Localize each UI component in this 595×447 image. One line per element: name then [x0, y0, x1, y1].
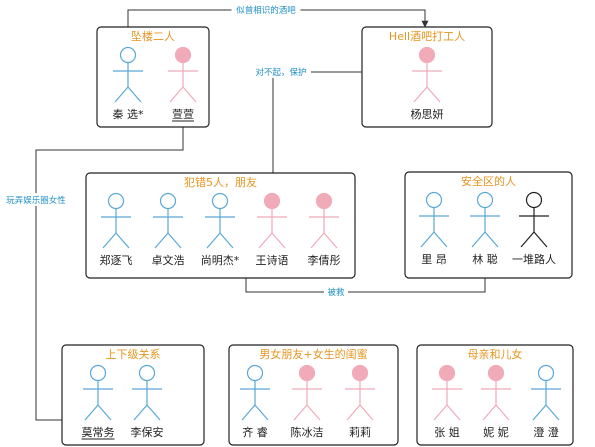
person-figure-icon: [309, 192, 339, 249]
person-name: 林 聪: [472, 252, 498, 266]
person-name: 王诗语: [256, 253, 289, 267]
person-figure-icon: [292, 364, 322, 421]
person-name: 秦 选*: [113, 107, 144, 121]
group-frame: [416, 344, 574, 446]
edge-label: 被救: [327, 287, 345, 298]
person-name: 莫常务: [82, 426, 115, 439]
group-title: 犯错5人，朋友: [184, 175, 257, 189]
person-figure-icon: [345, 364, 375, 421]
person-figure-icon: [481, 364, 511, 421]
person-name: 尚明杰*: [201, 253, 240, 267]
person-figure-icon: [101, 192, 131, 249]
person-name: 陈冰洁: [291, 425, 324, 439]
edge-label-bg: [324, 285, 348, 298]
person-figure-icon: [419, 191, 449, 248]
person-figure-icon: [168, 46, 198, 103]
group-title: 坠楼二人: [131, 29, 175, 43]
group-title: 上下级关系: [106, 347, 161, 361]
person-name: 李保安: [131, 425, 164, 439]
person-name: 妮 妮: [483, 425, 509, 439]
person-name: 郑逐飞: [100, 253, 133, 267]
edge-label: 似曾相识的酒吧: [236, 5, 296, 16]
person-figure-icon: [153, 192, 183, 249]
person-figure-icon: [132, 364, 162, 421]
person-name: 萱萱: [172, 108, 194, 121]
person-figure-icon: [470, 191, 500, 248]
edge-label: 玩弄娱乐圈女性: [6, 195, 66, 206]
person-name: 里 昂: [421, 253, 447, 266]
person-name: 李倩彤: [308, 253, 341, 267]
person-name: 澄 澄: [533, 425, 559, 439]
person-figure-icon: [531, 364, 561, 421]
person-figure-icon: [412, 46, 442, 103]
person-figure-icon: [257, 192, 287, 249]
group-title: 男女朋友+女生的闺蜜: [259, 347, 367, 361]
person-figure-icon: [432, 364, 462, 421]
edge-label-bg: [251, 65, 311, 78]
person-figure-icon: [240, 364, 270, 421]
person-figure-icon: [83, 364, 113, 421]
person-figure-icon: [113, 46, 143, 103]
group-title: Hell酒吧打工人: [389, 29, 465, 43]
edge-label-bg: [231, 3, 301, 16]
edge-label-bg: [1, 193, 71, 206]
relation-edge: [35, 127, 184, 421]
person-name: 莉莉: [349, 426, 371, 439]
group-title: 安全区的人: [461, 174, 516, 188]
person-name: 齐 睿: [242, 425, 268, 439]
group-title: 母亲和儿女: [468, 347, 523, 361]
edge-label: 对不起，保护: [255, 67, 306, 78]
person-name: 张 姐: [434, 425, 460, 439]
person-figure-icon: [519, 191, 549, 248]
person-name: 杨思妍: [411, 107, 444, 121]
person-name: 卓文浩: [152, 253, 185, 267]
person-name: 一堆路人: [512, 253, 556, 266]
person-figure-icon: [205, 192, 235, 249]
